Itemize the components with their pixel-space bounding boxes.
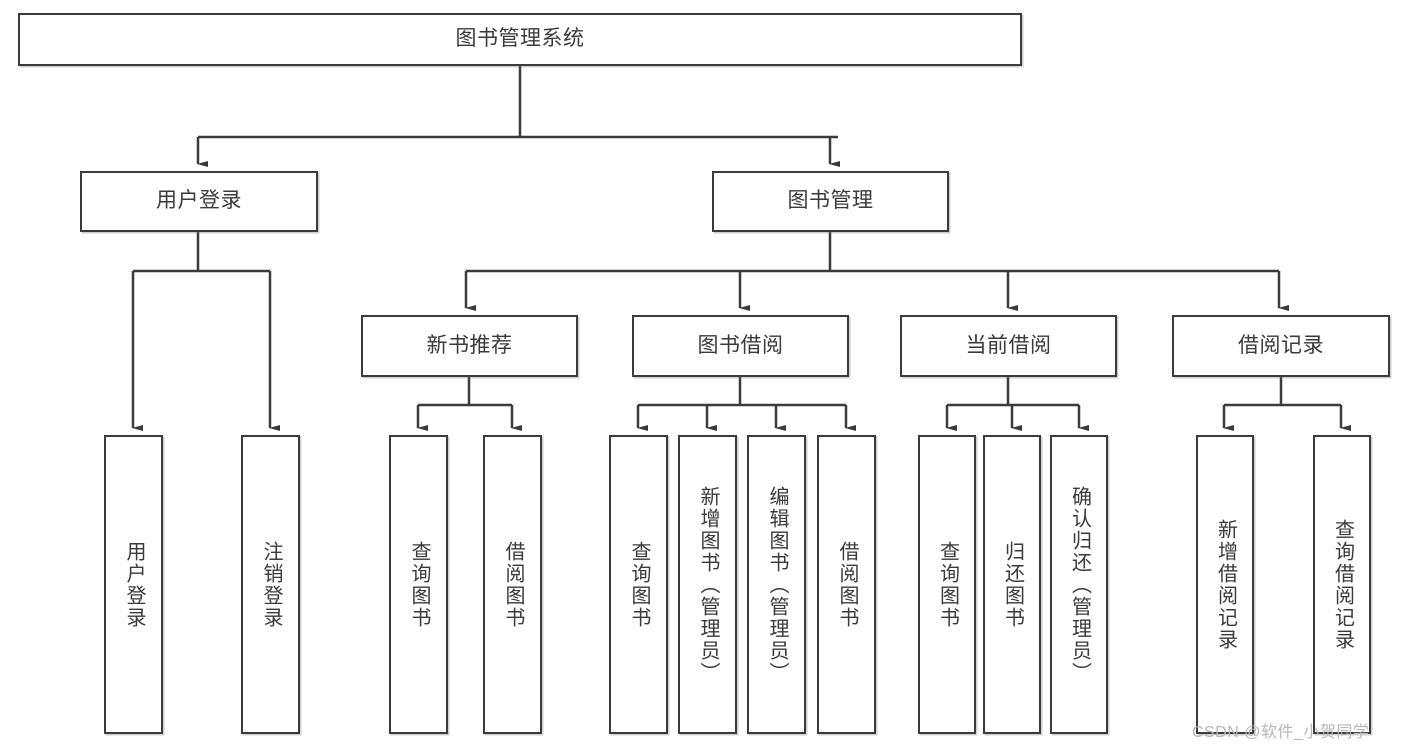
node-leaf-label: 注销登录 bbox=[260, 540, 282, 629]
node-leaf-label: 查询借阅记录 bbox=[1331, 518, 1354, 651]
node-leaf-current-borrow-1[interactable]: 查询图书 bbox=[918, 435, 976, 734]
node-current-borrow-label: 当前借阅 bbox=[965, 333, 1052, 357]
node-borrow-record-label: 借阅记录 bbox=[1238, 333, 1324, 357]
node-leaf-label: 归还图书 bbox=[1001, 540, 1024, 629]
node-book-borrow-label: 图书借阅 bbox=[697, 333, 784, 357]
node-leaf-current-borrow-2[interactable]: 归还图书 bbox=[983, 435, 1041, 734]
node-book-management-label: 图书管理 bbox=[787, 189, 874, 213]
node-leaf-label: 确认归还（管理员） bbox=[1068, 485, 1091, 684]
node-leaf-label: 编辑图书（管理员） bbox=[766, 485, 788, 684]
node-leaf-new-book-2[interactable]: 借阅图书 bbox=[483, 435, 542, 734]
node-borrow-record[interactable]: 借阅记录 bbox=[1172, 315, 1390, 377]
node-user-login-label: 用户登录 bbox=[156, 189, 242, 213]
node-book-management[interactable]: 图书管理 bbox=[712, 171, 949, 232]
node-leaf-user-login-2[interactable]: 注销登录 bbox=[241, 435, 300, 734]
node-leaf-label: 查询图书 bbox=[936, 540, 959, 629]
node-leaf-book-borrow-3[interactable]: 编辑图书（管理员） bbox=[747, 435, 806, 734]
node-new-book-recommend[interactable]: 新书推荐 bbox=[361, 315, 578, 377]
node-book-borrow[interactable]: 图书借阅 bbox=[632, 315, 849, 377]
node-leaf-label: 新增图书（管理员） bbox=[697, 485, 719, 684]
watermark: CSDN @软件_小贺同学 bbox=[1192, 724, 1370, 741]
node-leaf-label: 借阅图书 bbox=[502, 540, 524, 629]
node-leaf-user-login-1[interactable]: 用户登录 bbox=[104, 435, 163, 734]
node-leaf-new-book-1[interactable]: 查询图书 bbox=[389, 435, 448, 734]
node-leaf-label: 借阅图书 bbox=[836, 540, 858, 629]
node-leaf-label: 查询图书 bbox=[628, 540, 650, 629]
node-new-book-recommend-label: 新书推荐 bbox=[426, 333, 513, 357]
node-leaf-book-borrow-2[interactable]: 新增图书（管理员） bbox=[678, 435, 737, 734]
node-root[interactable]: 图书管理系统 bbox=[18, 13, 1022, 66]
node-leaf-label: 新增借阅记录 bbox=[1214, 518, 1237, 651]
node-leaf-label: 用户登录 bbox=[123, 540, 145, 629]
node-leaf-book-borrow-1[interactable]: 查询图书 bbox=[609, 435, 668, 734]
node-leaf-current-borrow-3[interactable]: 确认归还（管理员） bbox=[1050, 435, 1108, 734]
node-leaf-book-borrow-4[interactable]: 借阅图书 bbox=[817, 435, 876, 734]
node-leaf-borrow-record-1[interactable]: 新增借阅记录 bbox=[1196, 435, 1254, 734]
node-leaf-label: 查询图书 bbox=[408, 540, 430, 629]
node-user-login[interactable]: 用户登录 bbox=[80, 171, 318, 232]
node-leaf-borrow-record-2[interactable]: 查询借阅记录 bbox=[1313, 435, 1371, 734]
node-root-label: 图书管理系统 bbox=[455, 27, 585, 51]
node-current-borrow[interactable]: 当前借阅 bbox=[900, 315, 1117, 377]
